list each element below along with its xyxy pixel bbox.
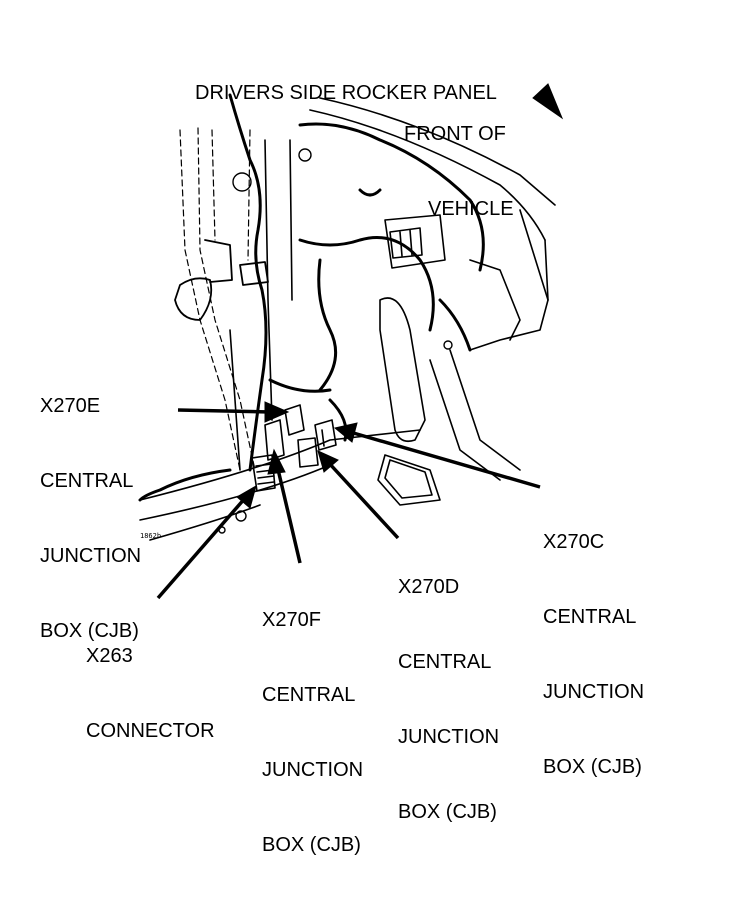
callout-x270d-line-2: CENTRAL	[398, 651, 492, 673]
leader-arrow-x270f	[267, 448, 302, 564]
callout-x270e-id: X270E	[40, 395, 101, 417]
leader-arrow-x263	[156, 484, 257, 600]
callout-x270d-id: X270D	[398, 576, 460, 598]
callout-x270c-line-4: BOX (CJB)	[543, 756, 642, 778]
callout-x270d: X270D CENTRAL JUNCTION BOX (CJB)	[398, 525, 499, 875]
title-text: DRIVERS SIDE ROCKER PANEL	[195, 82, 497, 104]
front-of-vehicle-label: FRONT OF VEHICLE	[404, 72, 514, 272]
pillar-connector	[174, 239, 269, 321]
callout-x270f: X270F CENTRAL JUNCTION BOX (CJB)	[262, 558, 363, 908]
connector-x270e-shape	[284, 404, 305, 436]
callout-x270e: X270E CENTRAL JUNCTION BOX (CJB)	[40, 344, 141, 694]
callout-x270d-line-4: BOX (CJB)	[398, 801, 497, 823]
front-label-line-2: VEHICLE	[428, 198, 514, 220]
vehicle-illustration	[138, 83, 564, 600]
connector-x270f-shape	[264, 419, 285, 461]
callout-x270c-line-3: JUNCTION	[543, 681, 645, 703]
connector-x270d-shape	[297, 437, 319, 468]
callout-x270f-line-3: JUNCTION	[262, 759, 364, 781]
connector-x270c-shape	[314, 419, 337, 451]
callout-x270f-line-2: CENTRAL	[262, 684, 356, 706]
callout-x270e-line-2: CENTRAL	[40, 470, 134, 492]
callout-x270c-line-2: CENTRAL	[543, 606, 637, 628]
front-label-line-1: FRONT OF	[404, 123, 506, 145]
front-direction-arrow	[532, 83, 564, 120]
leader-arrow-x270c	[333, 422, 541, 489]
callout-x270f-id: X270F	[262, 609, 321, 631]
connector-x263-shape	[251, 454, 276, 492]
callout-x270f-line-4: BOX (CJB)	[262, 834, 361, 856]
callout-x263-line-2: CONNECTOR	[86, 720, 215, 742]
footwell-pedal	[377, 259, 521, 506]
diagram-canvas: DRIVERS SIDE ROCKER PANEL FRONT OF VEHIC…	[40, 31, 644, 856]
wiring-harness	[138, 93, 485, 502]
callout-x263-id: X263	[86, 645, 133, 667]
figure-id: 1862b	[140, 532, 162, 540]
door-frame-lines	[179, 127, 256, 471]
callout-x270e-line-3: JUNCTION	[40, 545, 142, 567]
diagram-title: DRIVERS SIDE ROCKER PANEL	[195, 31, 497, 156]
callout-x270d-line-3: JUNCTION	[398, 726, 500, 748]
leader-arrow-x270e	[177, 401, 290, 423]
callout-x263: X263 CONNECTOR	[86, 594, 215, 794]
callout-x270c-id: X270C	[543, 531, 605, 553]
callout-x270e-line-4: BOX (CJB)	[40, 620, 139, 642]
leader-arrow-x270d	[317, 450, 400, 540]
callout-x270c: X270C CENTRAL JUNCTION BOX (CJB)	[543, 480, 644, 830]
